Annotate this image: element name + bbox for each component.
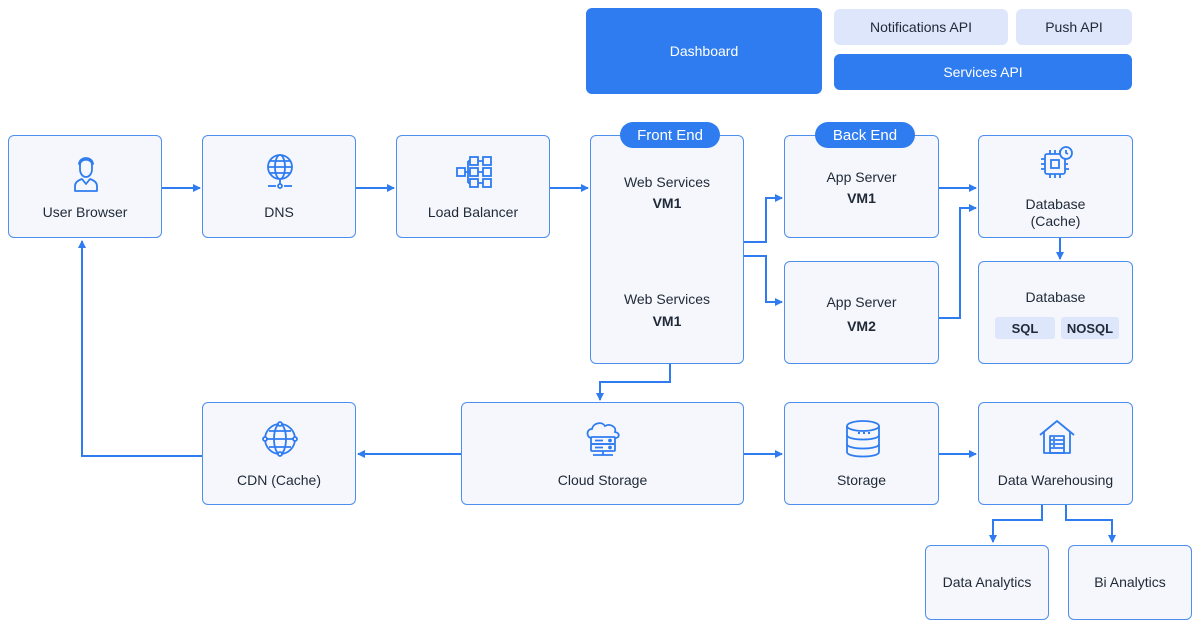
app-server-1-node[interactable]: App Server VM1 <box>784 135 939 238</box>
app-server-2-title: App Server <box>826 294 897 310</box>
services-api-panel[interactable]: Services API <box>834 54 1132 90</box>
storage-node[interactable]: Storage <box>784 402 939 505</box>
cloud-storage-label: Cloud Storage <box>557 472 648 488</box>
user-icon <box>74 157 98 192</box>
chip-clock-icon <box>1041 146 1073 178</box>
database-cache-line1: Database <box>1025 196 1086 212</box>
bi-analytics-label: Bi Analytics <box>1094 574 1166 590</box>
push-api-label: Push API <box>1045 19 1103 35</box>
arrow-frontend-app2 <box>744 255 783 306</box>
notifications-api-panel[interactable]: Notifications API <box>834 9 1008 45</box>
dns-node[interactable]: DNS <box>202 135 356 238</box>
app-server-1-vm: VM1 <box>847 190 876 206</box>
arrow-warehouse-data-analytics <box>989 505 1043 543</box>
storage-label: Storage <box>836 472 887 488</box>
data-warehousing-label: Data Warehousing <box>997 472 1114 488</box>
web-services-2-title: Web Services <box>623 291 711 307</box>
bi-analytics-node[interactable]: Bi Analytics <box>1068 545 1192 620</box>
hierarchy-icon <box>456 156 492 188</box>
arrow-cdn-browser <box>78 240 202 457</box>
database-title: Database <box>1025 289 1086 305</box>
user-browser-label: User Browser <box>42 204 128 220</box>
dashboard-panel[interactable]: Dashboard <box>586 8 822 94</box>
load-balancer-node[interactable]: Load Balancer <box>396 135 550 238</box>
dns-label: DNS <box>264 204 294 220</box>
web-services-1-title: Web Services <box>623 174 711 190</box>
sql-chip: SQL <box>995 317 1055 339</box>
front-end-tag: Front End <box>620 122 720 148</box>
back-end-tag: Back End <box>815 122 915 148</box>
arrow-frontend-cloud <box>596 364 671 401</box>
front-end-node[interactable]: Web Services VM1 Web Services VM1 <box>590 135 744 364</box>
arrow-app2-dbcache <box>939 204 977 319</box>
user-browser-node[interactable]: User Browser <box>8 135 162 238</box>
data-analytics-node[interactable]: Data Analytics <box>925 545 1049 620</box>
app-server-2-node[interactable]: App Server VM2 <box>784 261 939 364</box>
cdn-label: CDN (Cache) <box>236 472 321 488</box>
push-api-panel[interactable]: Push API <box>1016 9 1132 45</box>
warehouse-icon <box>1039 420 1075 454</box>
cloud-server-icon <box>586 422 620 456</box>
services-api-label: Services API <box>943 64 1023 80</box>
data-warehousing-node[interactable]: Data Warehousing <box>978 402 1133 505</box>
cloud-storage-node[interactable]: Cloud Storage <box>461 402 744 505</box>
data-analytics-label: Data Analytics <box>942 574 1032 590</box>
database-cache-node[interactable]: Database (Cache) <box>978 135 1133 238</box>
nosql-chip: NOSQL <box>1061 317 1119 339</box>
arrow-warehouse-bi-analytics <box>1065 505 1116 543</box>
database-stack-icon <box>846 420 880 458</box>
network-globe-icon <box>262 421 298 457</box>
web-services-2-vm: VM1 <box>652 313 682 329</box>
web-services-1-vm: VM1 <box>652 195 682 211</box>
arrow-frontend-app1 <box>744 194 783 243</box>
notifications-api-label: Notifications API <box>870 19 972 35</box>
cdn-node[interactable]: CDN (Cache) <box>202 402 356 505</box>
database-node[interactable]: Database SQL NOSQL <box>978 261 1133 364</box>
load-balancer-label: Load Balancer <box>427 204 519 220</box>
dashboard-label: Dashboard <box>669 43 739 59</box>
globe-icon <box>267 154 293 189</box>
app-server-2-vm: VM2 <box>847 318 876 334</box>
database-cache-line2: (Cache) <box>1030 213 1081 229</box>
app-server-1-title: App Server <box>826 169 897 185</box>
